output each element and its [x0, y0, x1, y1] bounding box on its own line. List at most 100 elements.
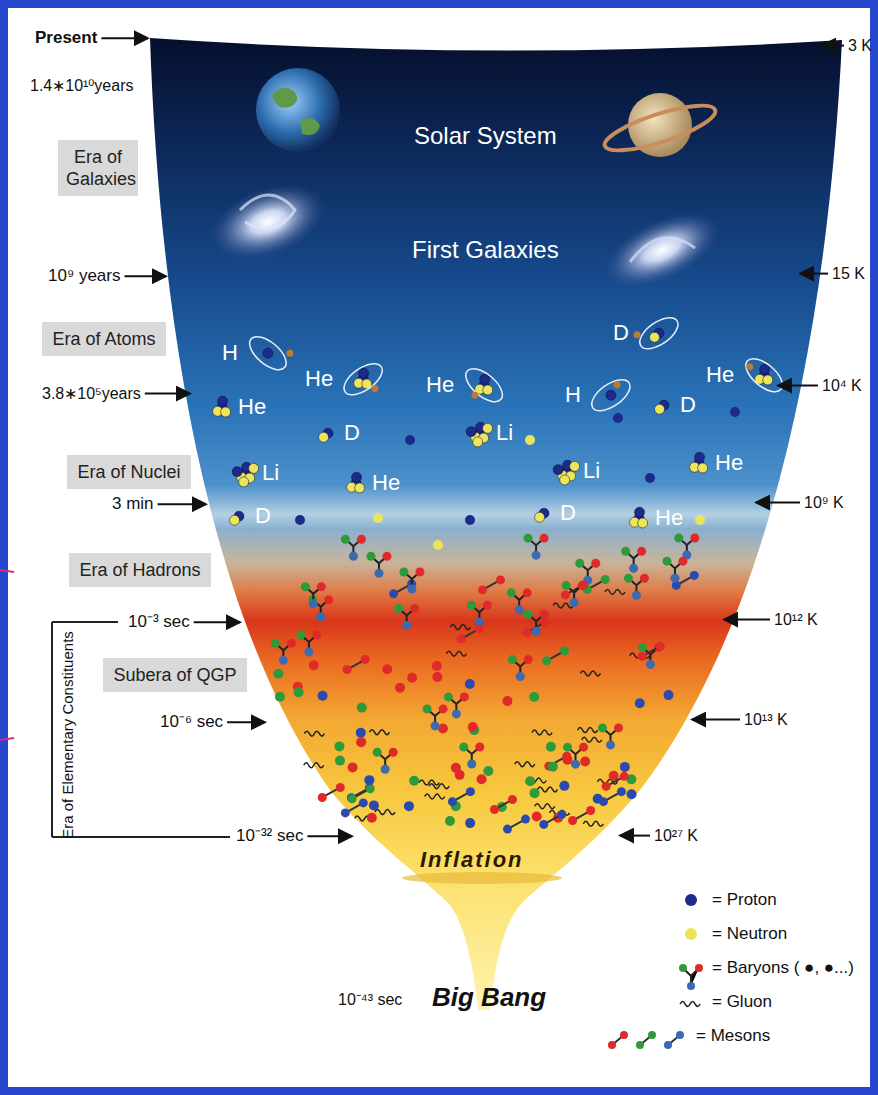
quark-dot — [524, 655, 533, 664]
nucleon-dot — [613, 413, 623, 423]
quark-dot — [324, 595, 333, 604]
era-time-label: Inflation — [420, 847, 524, 873]
quark-dot — [467, 601, 476, 610]
free-quark — [445, 816, 455, 826]
gluon-squiggle — [515, 762, 535, 767]
free-quark — [635, 698, 645, 708]
quark-dot — [638, 643, 647, 652]
quark-dot — [507, 588, 516, 597]
quark-dot — [508, 655, 517, 664]
temperature-arrow — [756, 502, 800, 504]
free-quark — [477, 774, 487, 784]
free-quark — [395, 683, 405, 693]
era-time-label: 10¹³ K — [744, 710, 788, 729]
nucleon-dot — [473, 437, 483, 447]
legend-swatch — [685, 928, 697, 940]
quark-dot — [475, 624, 484, 633]
nucleon-dot — [553, 465, 563, 475]
quark-dot — [621, 547, 630, 556]
era-time-label: 3.8∗10⁵years — [42, 384, 141, 403]
gluon-squiggle — [582, 737, 602, 742]
free-quark — [432, 661, 442, 671]
gluon-squiggle — [450, 625, 470, 630]
quark-dot — [460, 692, 469, 701]
nucleon-dot — [760, 364, 770, 374]
nucleon-dot — [263, 348, 273, 358]
legend-label: = Proton — [712, 890, 777, 910]
quark-dot — [318, 793, 327, 802]
quark-dot — [678, 557, 687, 566]
nucleon-dot — [465, 515, 475, 525]
era-time-label: 10⁻³² sec — [236, 826, 303, 846]
era-time-label: Present — [35, 28, 97, 48]
legend-label: = Mesons — [696, 1026, 770, 1046]
gluon-squiggle — [580, 671, 600, 676]
element-symbol: H — [222, 340, 238, 366]
gluon-squiggle — [538, 787, 558, 792]
gluon-squiggle — [304, 731, 324, 736]
quark-dot — [439, 704, 448, 713]
temperature-arrow — [800, 273, 828, 275]
quark-dot — [646, 660, 655, 669]
free-quark — [529, 692, 539, 702]
element-symbol: D — [613, 320, 629, 346]
gluon-squiggle — [446, 651, 466, 656]
era-box: Era of Hadrons — [69, 553, 211, 587]
free-quark — [334, 741, 344, 751]
free-quark — [348, 762, 358, 772]
nucleon-dot — [466, 427, 476, 437]
quark-dot — [606, 740, 615, 749]
quark-dot — [410, 604, 419, 613]
quark-dot — [540, 610, 549, 619]
quark-dot — [407, 585, 416, 594]
quark-dot — [674, 534, 683, 543]
quark-dot — [624, 574, 633, 583]
nucleon-dot — [230, 515, 240, 525]
quark-dot — [341, 808, 350, 817]
free-quark — [367, 813, 377, 823]
quark-dot — [637, 547, 646, 556]
time-arrow — [307, 835, 352, 837]
element-symbol: He — [426, 372, 454, 398]
element-symbol: He — [706, 362, 734, 388]
era-time-label: 1.4∗10¹⁰years — [30, 76, 134, 95]
quark-dot — [316, 612, 325, 621]
quark-dot — [638, 652, 647, 661]
free-quark — [548, 762, 558, 772]
bracket-label: Era of Elementary Constituents — [59, 631, 77, 839]
quark-dot — [598, 723, 607, 732]
quark-dot — [578, 581, 587, 590]
nucleon-dot — [695, 452, 705, 462]
era-time-label: Solar System — [414, 122, 557, 151]
quark-dot — [563, 743, 572, 752]
quark-dot — [304, 647, 313, 656]
quark-dot — [317, 582, 326, 591]
element-symbol: He — [305, 366, 333, 392]
free-quark — [356, 737, 366, 747]
quark-dot — [394, 604, 403, 613]
nucleon-dot — [535, 512, 545, 522]
quark-dot — [662, 557, 671, 566]
nucleon-dot — [295, 515, 305, 525]
free-quark — [432, 672, 442, 682]
free-quark — [530, 788, 540, 798]
free-quark — [275, 692, 285, 702]
nucleon-dot — [373, 513, 383, 523]
quark-dot — [557, 810, 566, 819]
quark-dot — [690, 571, 699, 580]
quark-dot — [478, 585, 487, 594]
quark-dot — [568, 816, 577, 825]
era-time-label: 10²⁷ K — [654, 826, 698, 845]
nucleon-dot — [570, 461, 580, 471]
quark-dot — [301, 582, 310, 591]
nucleon-dot — [352, 472, 362, 482]
electron-dot — [614, 381, 621, 388]
free-quark — [468, 722, 478, 732]
era-time-label: 10⁹ K — [804, 493, 844, 512]
era-box: Subera of QGP — [103, 658, 247, 692]
era-box: Era of Atoms — [42, 322, 166, 356]
free-quark — [273, 669, 283, 679]
quark-dot — [503, 825, 512, 834]
electron-orbit — [740, 353, 788, 398]
electron-dot — [286, 350, 293, 357]
